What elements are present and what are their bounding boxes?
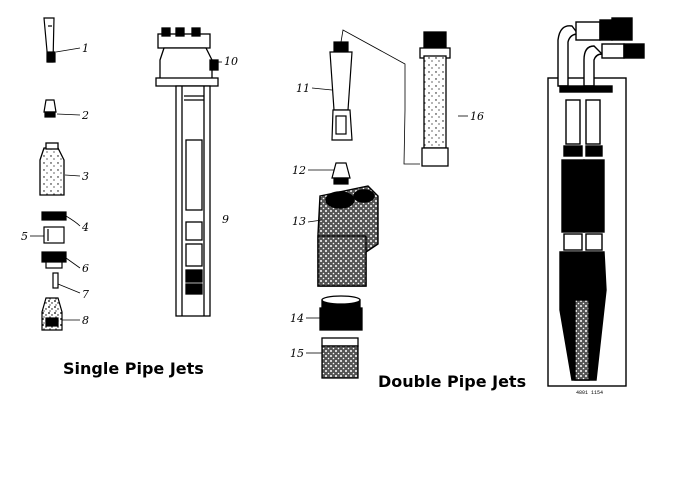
- callout-4: 4: [82, 221, 89, 234]
- part-12-nozzle: [331, 162, 351, 185]
- part-5-connector: [43, 226, 65, 244]
- part-1-tube: [43, 17, 56, 63]
- part-16-pipe: [419, 31, 451, 167]
- callout-6: 6: [82, 262, 89, 275]
- part-11-ejector-body: [329, 41, 353, 141]
- callout-9: 9: [222, 213, 229, 226]
- part-9-ejector-assembly: [155, 27, 219, 317]
- title-double-pipe-jets: Double Pipe Jets: [378, 372, 527, 391]
- catalog-code: 4801 1154: [576, 390, 604, 396]
- callout-13: 13: [292, 215, 306, 228]
- part-8-foot-valve: [41, 297, 63, 331]
- callout-14: 14: [290, 312, 304, 325]
- single-leader-lines: [30, 47, 81, 321]
- part-14-adapter-ring: [319, 295, 363, 331]
- double-assembly-in-casing: [547, 17, 645, 387]
- callout-10: 10: [224, 55, 238, 68]
- part-7-pin: [52, 272, 59, 289]
- title-single-pipe-jets: Single Pipe Jets: [63, 359, 204, 378]
- callout-5: 5: [21, 230, 28, 243]
- callout-8: 8: [82, 314, 89, 327]
- part-4-ring: [41, 211, 67, 221]
- callout-3: 3: [82, 170, 89, 183]
- callout-12: 12: [292, 164, 306, 177]
- part-13-jet-body: [317, 185, 379, 287]
- double-leader-lines: [306, 29, 468, 354]
- part-15-strainer: [321, 337, 359, 379]
- part-2-nozzle: [43, 99, 57, 118]
- callout-2: 2: [82, 109, 89, 122]
- callout-7: 7: [82, 288, 89, 301]
- part-3-venturi-housing: [39, 142, 65, 196]
- part-6-ring: [41, 251, 67, 269]
- callout-11: 11: [296, 82, 310, 95]
- callout-16: 16: [470, 110, 484, 123]
- callout-1: 1: [82, 42, 89, 55]
- callout-15: 15: [290, 347, 304, 360]
